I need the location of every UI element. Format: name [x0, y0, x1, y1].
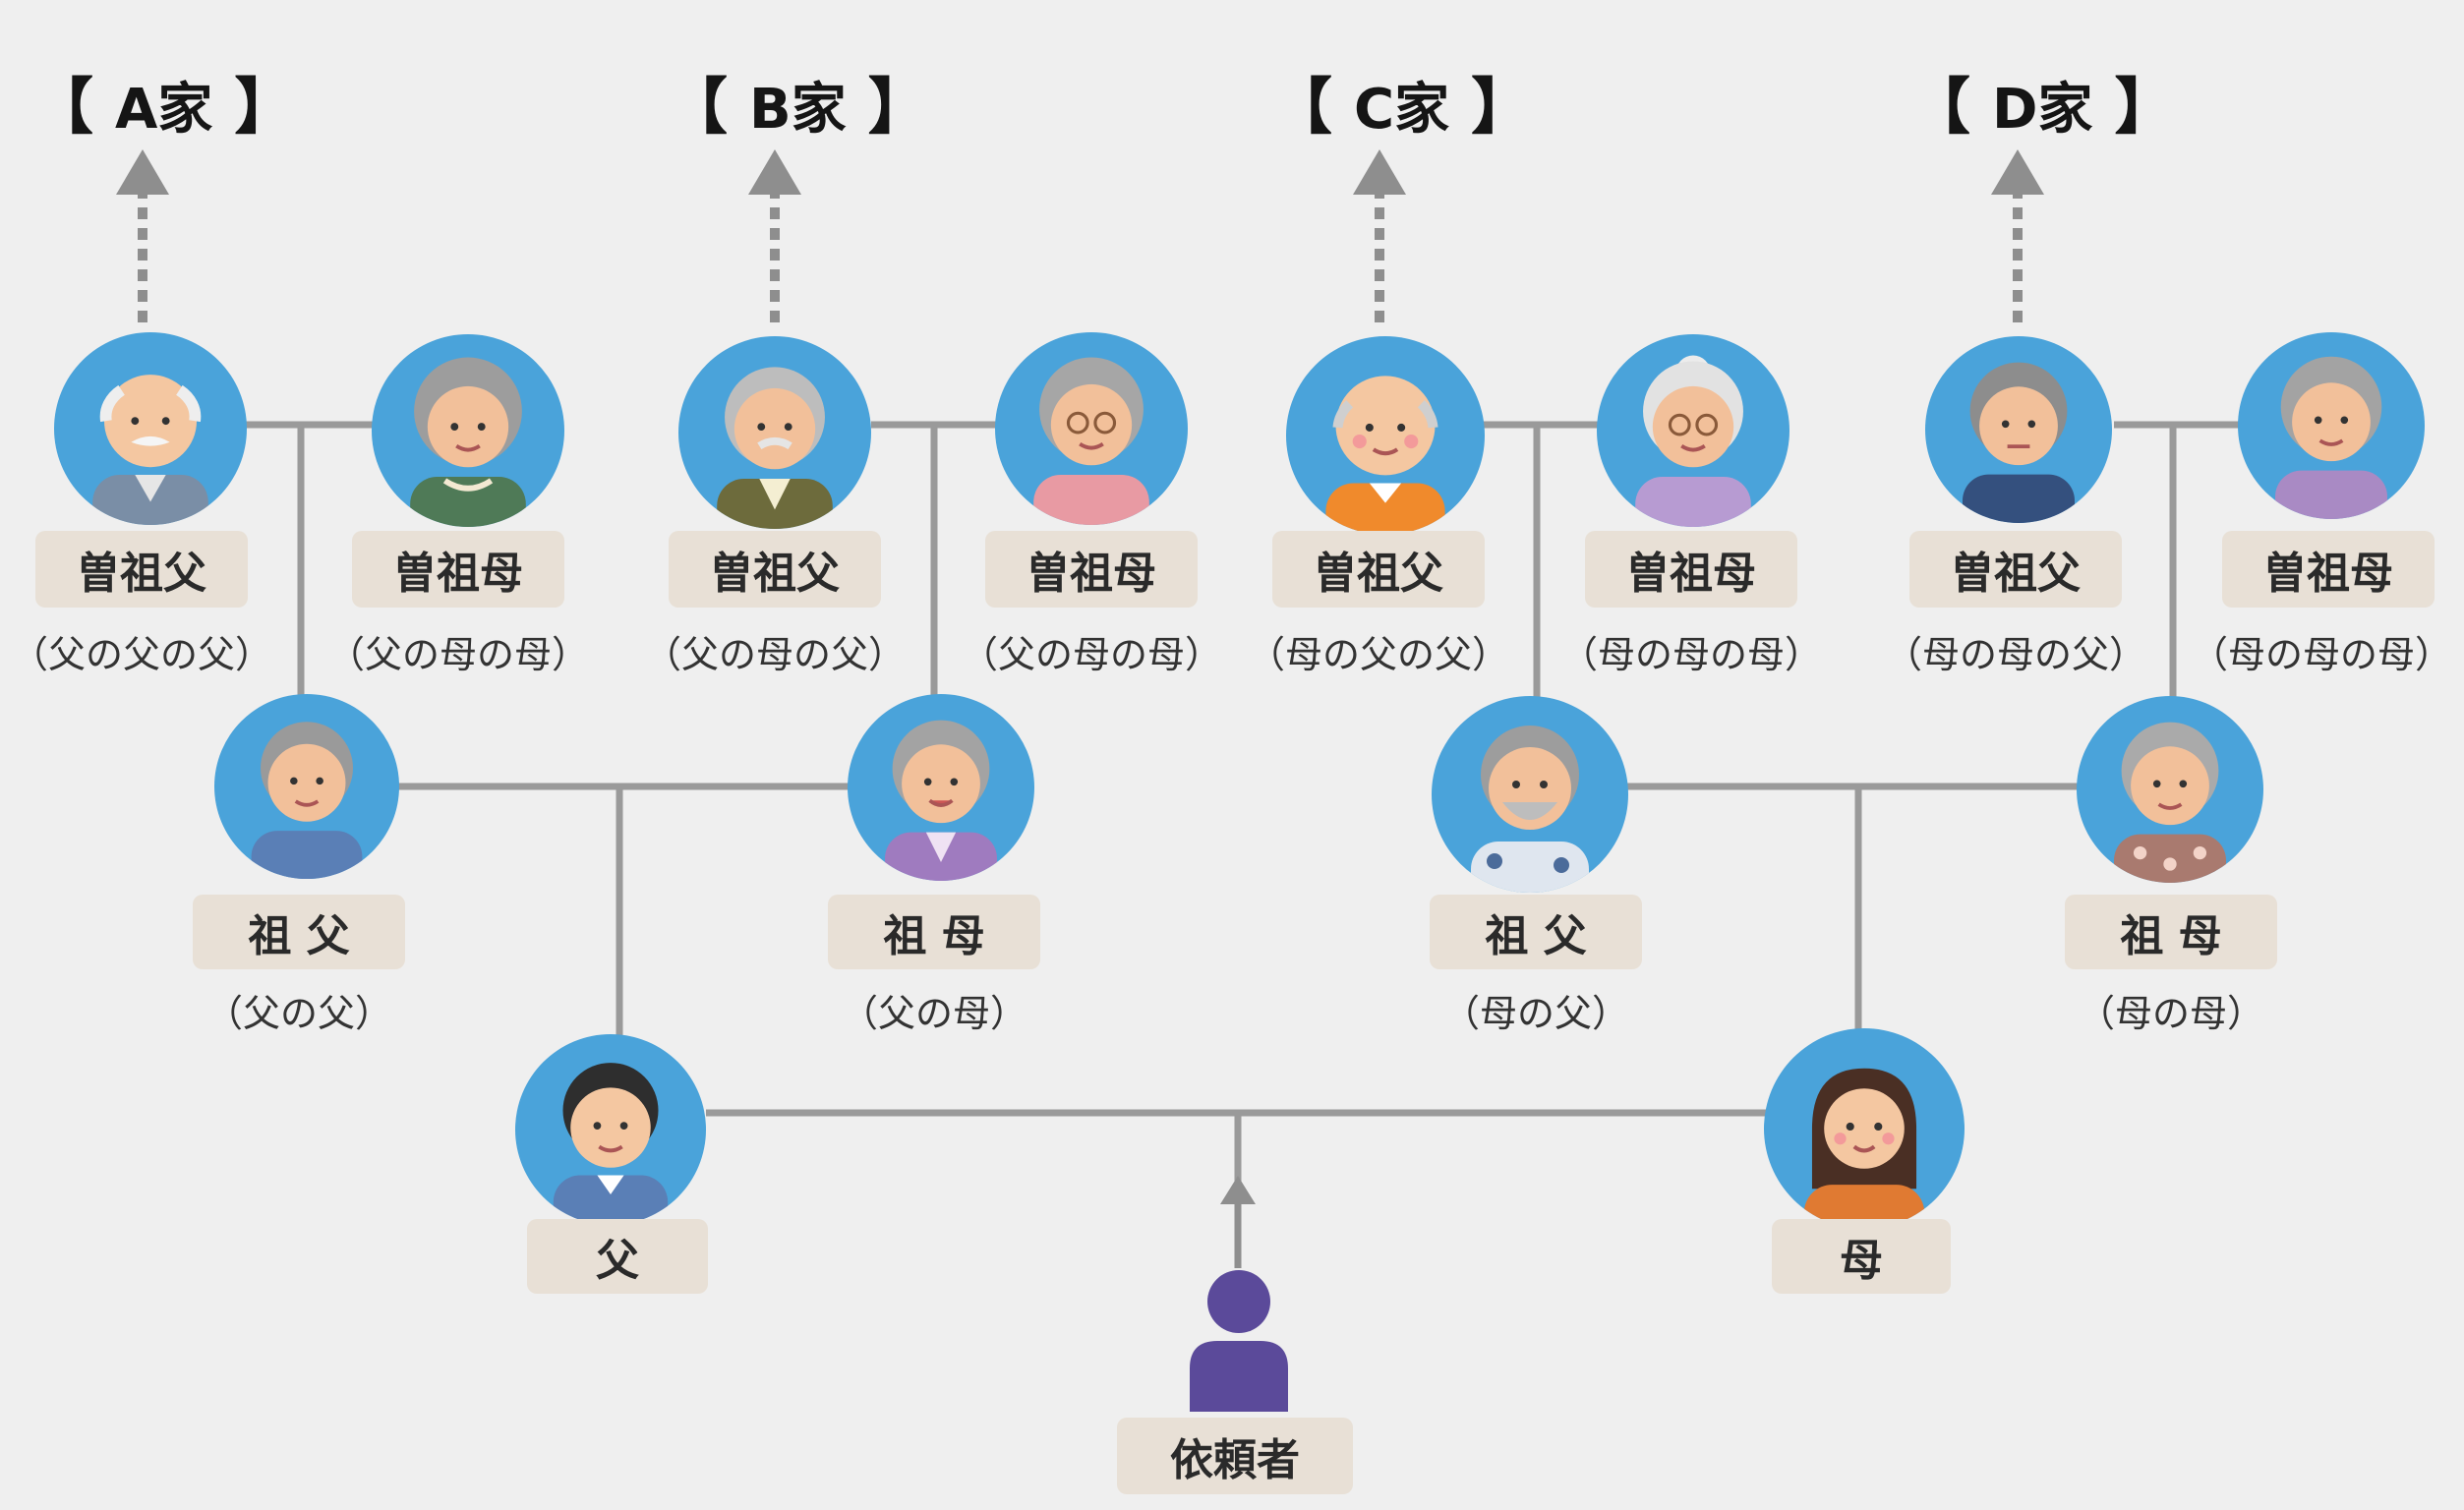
family-name: A家	[115, 78, 213, 142]
family-name: D家	[1992, 78, 2093, 142]
grandfather-label: 祖 父	[193, 895, 405, 969]
mother-label: 母	[1772, 1219, 1951, 1294]
elderly-woman-bun-glasses-icon	[1597, 334, 1789, 527]
bracket-open: 【	[32, 71, 94, 143]
elderly-man-bald-mustache-icon	[54, 332, 247, 525]
great-grandmother-label: 曽祖母	[1585, 531, 1797, 608]
elderly-woman-pearl-necklace-icon	[372, 334, 564, 527]
bracket-close: 】	[1471, 71, 1533, 143]
family-header-b: 【 B家】	[667, 63, 929, 151]
father-icon	[515, 1034, 706, 1225]
relation-text: （父の母の父）	[643, 633, 906, 676]
grandmother-purple-cardigan-icon	[848, 694, 1034, 881]
great-grandmother-label: 曽祖母	[352, 531, 564, 608]
great-grandfather-label: 曽祖父	[35, 531, 248, 608]
bracket-open: 【	[1271, 71, 1333, 143]
great-grandfather-label: 曽祖父	[1909, 531, 2122, 608]
great-grandfather-label: 曽祖父	[669, 531, 881, 608]
mother-icon	[1764, 1028, 1965, 1229]
great-grandmother-label: 曽祖母	[2222, 531, 2435, 608]
relation-text: （母の母の母）	[1559, 633, 1822, 676]
relation-text: （父の父）	[205, 992, 392, 1035]
bracket-close: 】	[867, 71, 929, 143]
client-label: 依頼者	[1117, 1418, 1353, 1494]
bracket-close: 】	[234, 71, 296, 143]
grandfather-beard-aloha-shirt-icon	[1432, 696, 1628, 893]
bracket-close: 】	[2114, 71, 2176, 143]
person-silhouette-icon	[1190, 1270, 1288, 1412]
elderly-man-mustache-olive-jacket-icon	[678, 336, 871, 529]
elderly-woman-glasses-pink-icon	[995, 332, 1188, 525]
father-label: 父	[527, 1219, 708, 1294]
grandmother-label: 祖 母	[828, 895, 1040, 969]
elderly-man-bald-orange-shirt-icon	[1286, 336, 1485, 535]
relation-text: （父の父の父）	[10, 633, 272, 676]
bracket-open: 【	[667, 71, 729, 143]
bracket-open: 【	[1909, 71, 1971, 143]
great-grandmother-label: 曽祖母	[985, 531, 1198, 608]
grandmother-label: 祖 母	[2065, 895, 2277, 969]
family-header-a: 【 A家】	[32, 63, 295, 151]
elderly-woman-purple-cardigan-icon	[2238, 332, 2425, 519]
relation-text: （母の父）	[1441, 992, 1629, 1035]
great-grandfather-label: 曽祖父	[1272, 531, 1485, 608]
family-arrows	[116, 149, 2044, 322]
relation-text: （父の母）	[840, 992, 1027, 1035]
grandfather-blue-shirt-icon	[214, 694, 399, 879]
family-name: C家	[1354, 78, 1450, 142]
family-name: B家	[749, 78, 847, 142]
client-arrow	[1220, 1176, 1256, 1268]
family-header-d: 【 D家】	[1909, 63, 2176, 151]
grandmother-floral-blouse-icon	[2077, 696, 2263, 883]
relation-text: （母の母）	[2077, 992, 2264, 1035]
relation-text: （父の母の母）	[326, 633, 589, 676]
relation-text: （父の母の母）	[960, 633, 1222, 676]
relation-text: （母の父の父）	[1247, 633, 1509, 676]
elderly-man-navy-shirt-icon	[1925, 336, 2112, 523]
relation-text: （母の母の母）	[2190, 633, 2452, 676]
family-header-c: 【 C家】	[1271, 63, 1532, 151]
grandfather-label: 祖 父	[1430, 895, 1642, 969]
relation-text: （母の母の父）	[1884, 633, 2146, 676]
